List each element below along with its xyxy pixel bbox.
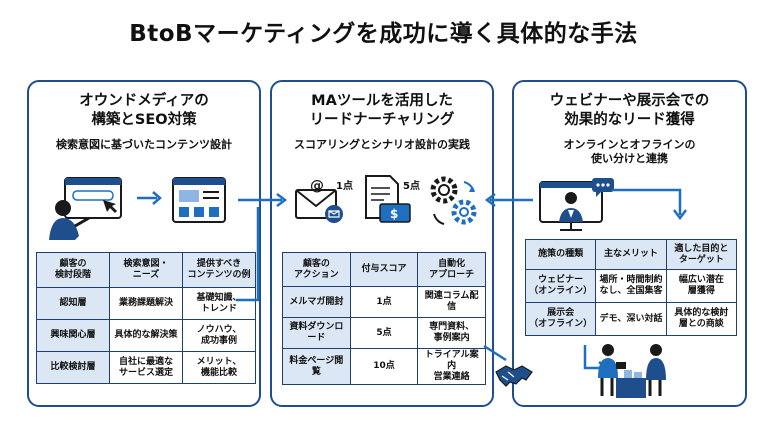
table-header-row: 施策の種類 主なメリット 適した目的と ターゲット (524, 239, 738, 270)
panel-ma-tools: MAツールを活用した リードナーチャリング スコアリングとシナリオ設計の実践 @… (270, 80, 494, 407)
gears-icon (430, 176, 477, 225)
lead-acquisition-table: 施策の種類 主なメリット 適した目的と ターゲット ウェビナー （オンライン） … (524, 239, 738, 336)
scoring-table: 顧客の アクション 付与スコア 自動化 アプローチ メルマガ開封 1点 関連コラ… (282, 252, 486, 385)
table-header-cell: 主なメリット (595, 239, 667, 270)
table-cell: メリット、 機能比較 (182, 351, 256, 384)
page-title: BtoBマーケティングを成功に導く具体的な手法 (129, 21, 638, 47)
table-cell: 展示会 （オフライン） (524, 302, 597, 336)
table-cell: 比較検討層 (36, 351, 110, 384)
table-header-cell: 検索意図・ ニーズ (109, 252, 183, 288)
table-header-row: 顧客の アクション 付与スコア 自動化 アプローチ (282, 252, 486, 287)
panel-subtitle: スコアリングとシナリオ設計の実践 (294, 138, 470, 151)
panel-title-line2: リードナーチャリング (309, 112, 455, 128)
panel-subtitle-line1: オンラインとオフラインの (563, 138, 696, 151)
table-cell: 幅広い潜在 層獲得 (665, 269, 738, 303)
table-header-cell: 顧客の アクション (282, 252, 351, 287)
table-header-cell: 顧客の 検討段階 (36, 252, 110, 288)
table-cell: 料金ページ閲覧 (282, 348, 351, 385)
table-row: 比較検討層 自社に最適な サービス選定 メリット、 機能比較 (36, 351, 256, 384)
panel-title-line1: ウェビナーや展示会での (549, 93, 710, 109)
table-cell: 10点 (349, 348, 419, 385)
table-cell: 興味関心層 (36, 319, 110, 352)
table-cell: トライアル案内 営業連絡 (417, 348, 486, 385)
table-cell: メルマガ開封 (282, 286, 351, 318)
table-row: 展示会 （オフライン） デモ、深い対話 具体的な検討 層との商談 (524, 302, 738, 336)
table-cell: 専門資料、 事例案内 (417, 317, 486, 349)
table-cell: 資料ダウンロード (282, 317, 351, 349)
table-cell: 5点 (349, 317, 419, 349)
panel-title-line1: オウンドメディアの (79, 93, 209, 109)
table-row: メルマガ開封 1点 関連コラム配信 (282, 286, 486, 318)
svg-text:@: @ (310, 178, 324, 194)
table-header-cell: 適した目的と ターゲット (665, 239, 738, 270)
table-cell: 具体的な解決策 (109, 319, 183, 352)
user-at-computer-icon (49, 177, 122, 240)
table-cell: 関連コラム配信 (417, 286, 486, 318)
presenter-screen-icon (539, 181, 603, 231)
table-header-cell: 施策の種類 (524, 239, 597, 270)
chat-bubble-icon (592, 178, 614, 197)
table-cell: デモ、深い対話 (595, 302, 667, 336)
panel-subtitle-line2: 使い分けと連携 (591, 152, 668, 165)
score-label: 5点 (403, 181, 420, 192)
table-cell: 具体的な検討 層との商談 (665, 302, 738, 336)
webpage-layout-icon (172, 177, 226, 223)
panel-title-line2: 構築とSEO対策 (91, 112, 197, 128)
panel-subtitle: 検索意図に基づいたコンテンツ設計 (56, 138, 232, 151)
table-header-cell: 自動化 アプローチ (417, 252, 486, 287)
table-cell: ウェビナー （オンライン） (524, 269, 597, 303)
booth-people-icon (598, 344, 666, 398)
svg-text:$: $ (390, 207, 398, 221)
table-row: 認知層 業務課題解決 基礎知識、 トレンド (36, 287, 256, 320)
email-icon: @ (295, 178, 343, 223)
panel-title-line1: MAツールを活用した (311, 93, 453, 109)
table-header-row: 顧客の 検討段階 検索意図・ ニーズ 提供すべき コンテンツの例 (36, 252, 256, 288)
table-cell: ノウハウ、 成功事例 (182, 319, 256, 352)
table-header-cell: 付与スコア (349, 252, 419, 287)
table-row: 資料ダウンロード 5点 専門資料、 事例案内 (282, 317, 486, 349)
document-money-icon: $ (365, 175, 411, 223)
table-row: 料金ページ閲覧 10点 トライアル案内 営業連絡 (282, 348, 486, 385)
table-row: ウェビナー （オンライン） 場所・時間制約 なし、全国集客 幅広い潜在 層獲得 (524, 269, 738, 303)
table-row: 興味関心層 具体的な解決策 ノウハウ、 成功事例 (36, 319, 256, 352)
panel-webinar-exhibition: ウェビナーや展示会での 効果的なリード獲得 オンラインとオフラインの 使い分けと… (512, 80, 747, 407)
table-cell: 場所・時間制約 なし、全国集客 (595, 269, 667, 303)
table-header-cell: 提供すべき コンテンツの例 (182, 252, 256, 288)
content-design-table: 顧客の 検討段階 検索意図・ ニーズ 提供すべき コンテンツの例 認知層 業務課… (36, 252, 256, 384)
table-cell: 認知層 (36, 287, 110, 320)
table-cell: 業務課題解決 (109, 287, 183, 320)
table-cell: 自社に最適な サービス選定 (109, 351, 183, 384)
table-cell: 1点 (349, 286, 419, 318)
arrow-right-icon (137, 191, 162, 205)
score-label: 1点 (336, 181, 353, 192)
panel-title-line2: 効果的なリード獲得 (564, 112, 695, 128)
table-cell: 基礎知識、 トレンド (182, 287, 256, 320)
panel-owned-media: オウンドメディアの 構築とSEO対策 検索意図に基づいたコンテンツ設計 顧客の … (27, 80, 261, 407)
